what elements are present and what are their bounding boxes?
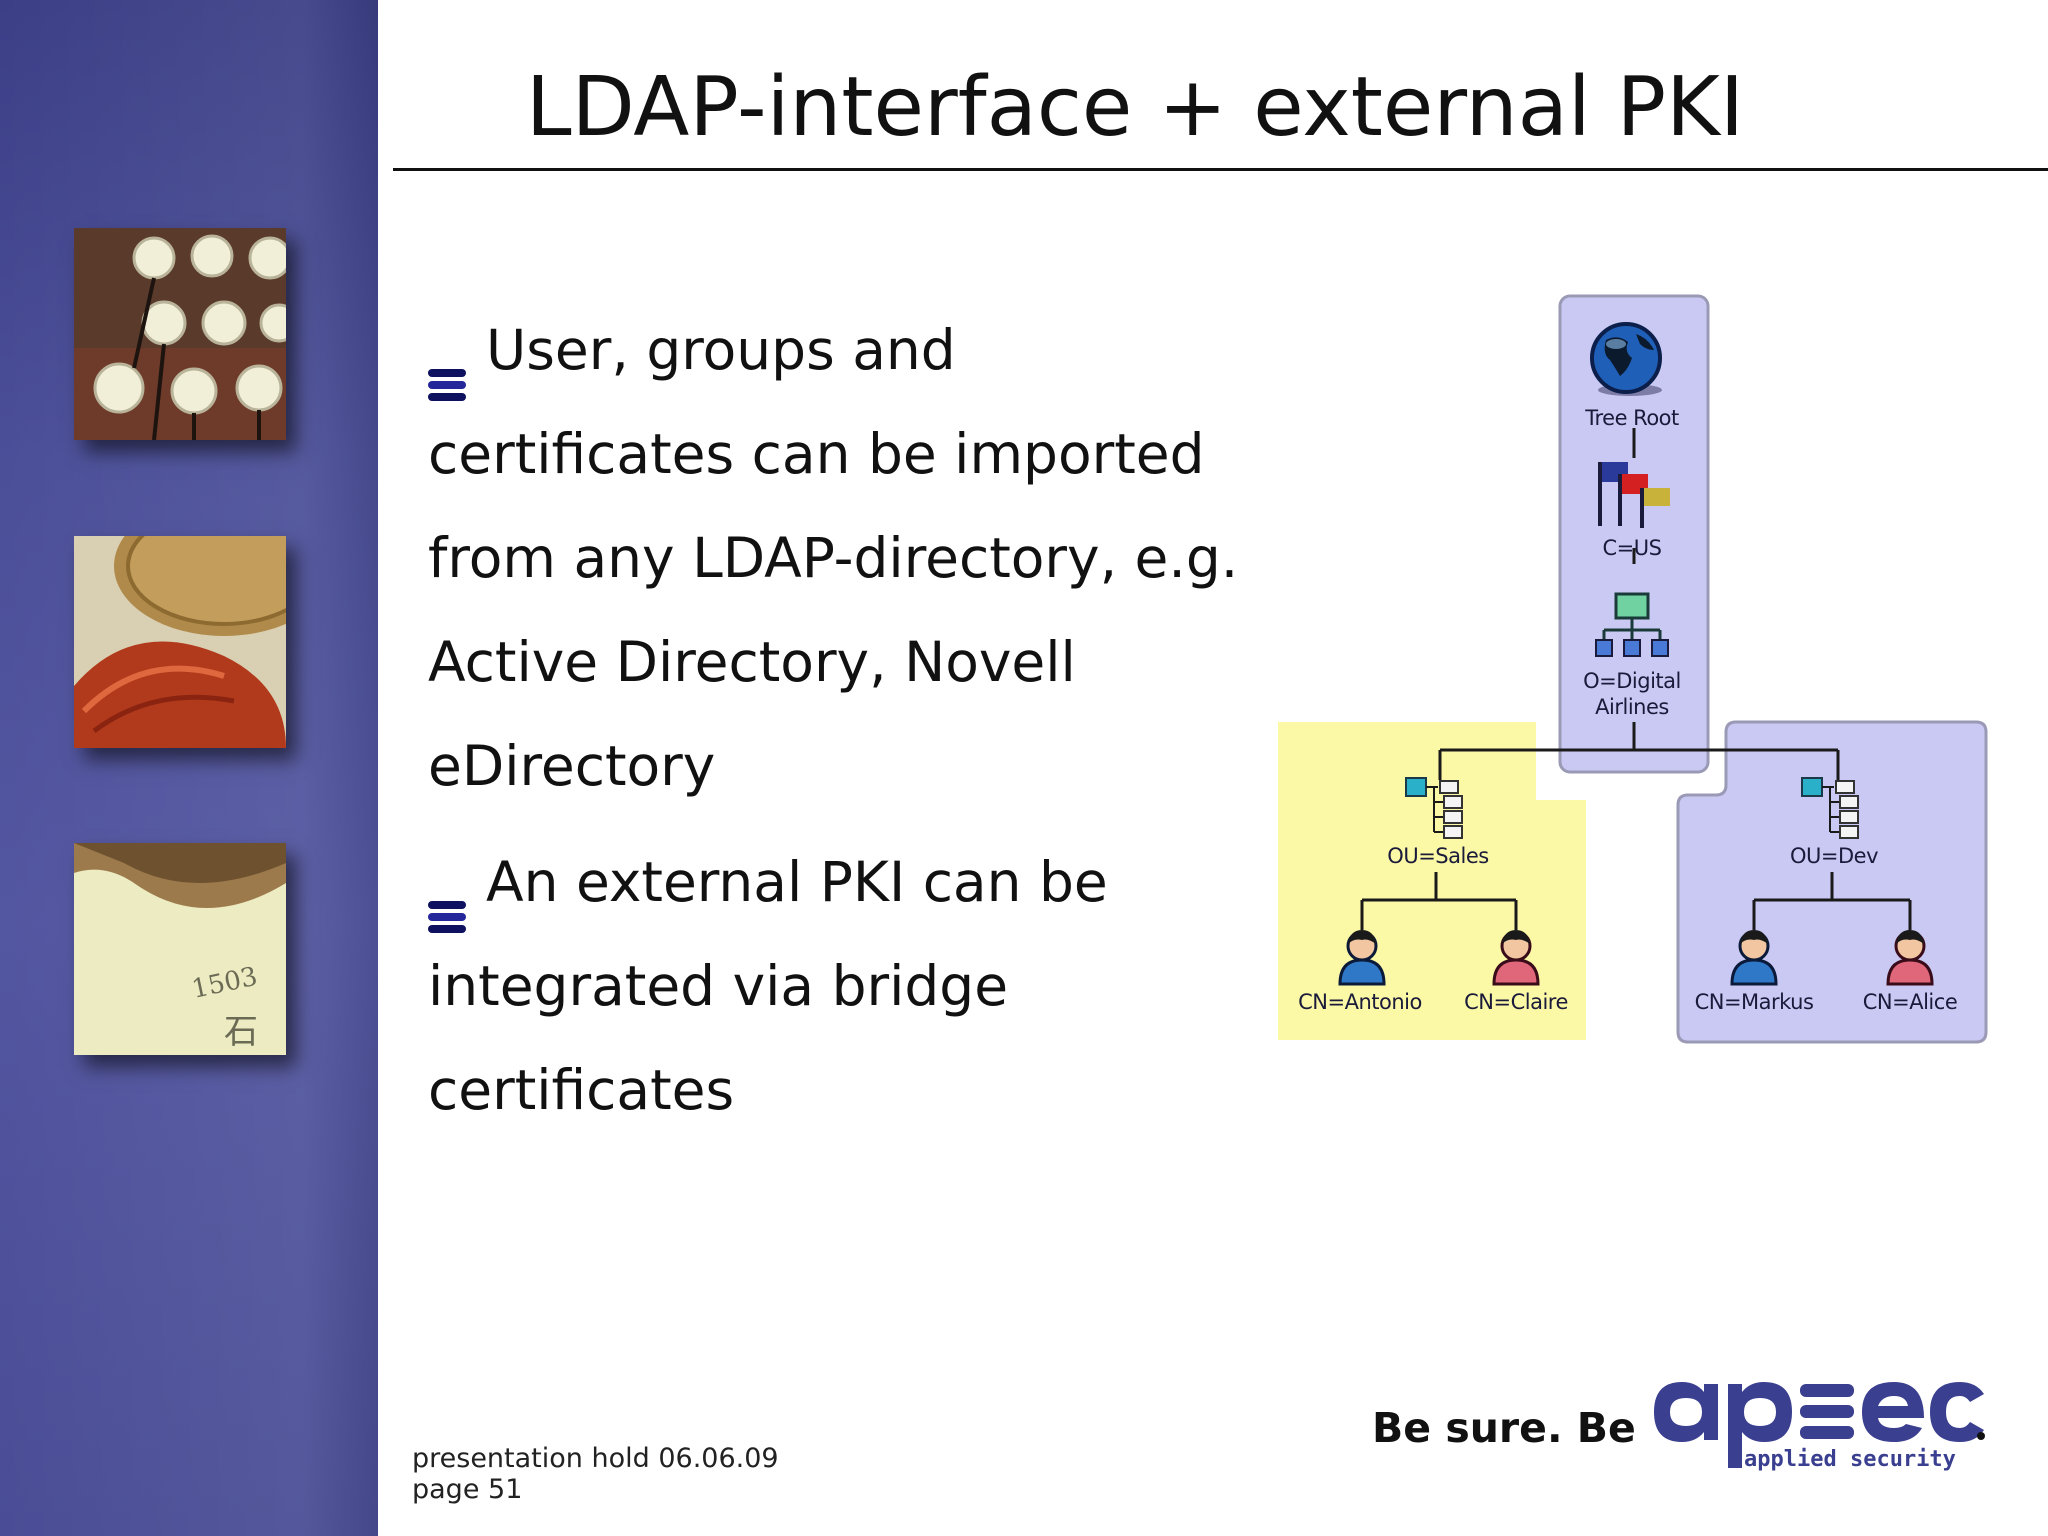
ou-dev-label: OU=Dev bbox=[1789, 844, 1879, 868]
brand-tagline: Be sure. Be bbox=[1372, 1404, 1636, 1452]
apsec-logo: applied security bbox=[1654, 1382, 1985, 1472]
user-label: CN=Alice bbox=[1862, 990, 1958, 1014]
user-label: CN=Claire bbox=[1464, 990, 1568, 1014]
org-label-line1: O=Digital bbox=[1583, 669, 1681, 693]
country-label: C=US bbox=[1602, 536, 1662, 560]
parchment-photo: 1503 石 bbox=[74, 843, 286, 1055]
globe-icon bbox=[1590, 322, 1662, 396]
tree-root-label: Tree Root bbox=[1585, 406, 1679, 430]
user-icon bbox=[1886, 930, 1934, 986]
wax-seal-photo bbox=[74, 536, 286, 748]
org-chart-icon bbox=[1595, 592, 1669, 657]
bullet-text: User, groups and certificates can be imp… bbox=[428, 318, 1239, 798]
ldap-tree-diagram: Tree Root C=US O=Digital Airlines OU=Sal… bbox=[1276, 290, 1992, 1050]
org-label-line2: Airlines bbox=[1595, 695, 1669, 719]
flags-icon bbox=[1598, 462, 1670, 528]
brand-block: Be sure. Be applied security bbox=[1372, 1372, 1992, 1472]
user-icon bbox=[1730, 930, 1778, 986]
org-label: O=Digital Airlines bbox=[1583, 668, 1681, 720]
logo-subtitle: applied security bbox=[1744, 1447, 1956, 1472]
user-label: CN=Markus bbox=[1694, 990, 1814, 1014]
page-number: page 51 bbox=[412, 1474, 523, 1505]
bullet-list: User, groups and certificates can be imp… bbox=[428, 298, 1258, 1154]
ou-container-icon bbox=[1405, 777, 1463, 839]
svg-text:石: 石 bbox=[224, 1012, 258, 1052]
bullet-item: An external PKI can be integrated via br… bbox=[428, 830, 1258, 1142]
bullet-icon bbox=[428, 862, 466, 933]
bullet-icon bbox=[428, 330, 466, 401]
bullet-text: An external PKI can be integrated via br… bbox=[428, 850, 1108, 1122]
user-icon bbox=[1492, 930, 1540, 986]
user-icon bbox=[1338, 930, 1386, 986]
bullet-item: User, groups and certificates can be imp… bbox=[428, 298, 1258, 818]
footer: presentation hold 06.06.09 page 51 bbox=[412, 1443, 779, 1505]
footer-date: presentation hold 06.06.09 bbox=[412, 1443, 779, 1474]
ou-container-icon bbox=[1801, 777, 1859, 839]
typewriter-keys-photo bbox=[74, 228, 286, 440]
slide-title: LDAP-interface + external PKI bbox=[525, 60, 1745, 155]
user-label: CN=Antonio bbox=[1298, 990, 1422, 1014]
ou-sales-label: OU=Sales bbox=[1387, 844, 1489, 868]
title-divider bbox=[393, 168, 2048, 171]
